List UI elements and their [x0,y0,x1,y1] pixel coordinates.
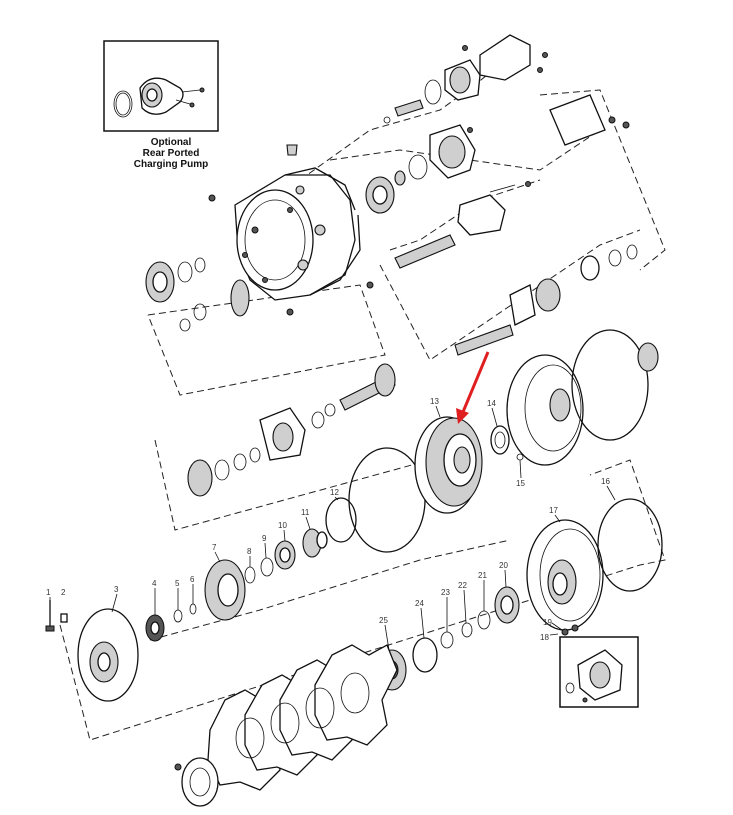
filter-housing [394,124,476,186]
flywheel-plate-3 [77,608,139,702]
callout-3: 3 [114,585,119,594]
washer-9 [260,557,274,577]
ring-22 [461,622,473,638]
callout-7: 7 [212,543,217,552]
washer-8 [244,566,256,584]
caption-line-2: Rear Ported [142,148,200,159]
cover-plate [549,94,630,146]
valve-assembly [394,181,531,269]
callout-5: 5 [175,579,180,588]
callout-21: 21 [478,571,487,580]
charging-pump-inset-drawing [113,77,205,118]
callout-16: 16 [601,477,610,486]
seal-ring-large [348,447,426,553]
callout-17: 17 [549,506,558,515]
charging-pump-assembly [424,34,548,105]
seal-upper-right [637,342,659,372]
breather-plug [286,144,298,156]
seal-ring-12 [325,497,357,543]
callout-25: 25 [379,616,388,625]
seal-ring-16 [597,498,663,592]
callout-23: 23 [441,588,450,597]
washer-2 [60,613,68,623]
ring-5 [173,609,183,623]
ring-23 [440,631,454,649]
caption-line-1: Optional [150,137,192,148]
hub-4 [145,614,165,642]
thrust-washer-14 [490,425,510,455]
callout-18: 18 [540,633,549,642]
charging-pump-caption: Optional Rear Ported Charging Pump [106,137,236,170]
hub-11 [302,528,328,558]
plate-bolt [174,763,182,771]
gear-left-lower [187,447,261,497]
bolt-1 [45,600,55,632]
callout-4: 4 [152,579,157,588]
seal-ring-upper [571,329,649,441]
impeller-housing [506,354,584,466]
optional-cover-inset-drawing [565,649,623,703]
caption-line-3: Charging Pump [133,159,209,170]
input-flange [259,403,336,461]
callout-numbers: 1 2 3 4 5 6 7 8 9 10 11 12 13 14 15 16 1… [46,397,610,642]
callout-19: 19 [543,618,552,627]
gear-left-mid [179,279,250,332]
housing-bolt [208,194,216,202]
input-shaft [339,363,396,411]
callout-2: 2 [61,588,66,597]
bearing-20 [494,586,520,624]
turbine-13 [414,416,483,514]
callout-leaders [49,405,616,651]
transmission-housing [234,167,361,301]
callout-10: 10 [278,521,287,530]
bearing-upper [365,176,395,214]
ring-21 [477,610,491,630]
gear-left-upper [145,257,206,303]
callout-15: 15 [516,479,525,488]
callout-1: 1 [46,588,51,597]
shaft-upper [383,99,424,124]
ring-24 [412,637,438,673]
flex-drive-plates [207,644,398,791]
backing-plate [181,757,219,807]
callout-13: 13 [430,397,439,406]
housing-bolt [366,281,374,289]
callout-12: 12 [330,488,339,497]
housing-bolt [286,308,294,316]
callout-9: 9 [262,534,267,543]
bolts-18-19 [561,624,579,636]
callout-20: 20 [499,561,508,570]
callout-11: 11 [301,508,310,517]
ring-6 [189,603,197,615]
bearing-10 [274,540,296,570]
callout-6: 6 [190,575,195,584]
callout-14: 14 [487,399,496,408]
output-flange-upper [454,244,638,356]
callout-22: 22 [458,581,467,590]
callout-8: 8 [247,547,252,556]
highlight-arrow [456,351,490,424]
stator-7 [204,559,246,621]
callout-24: 24 [415,599,424,608]
drive-plate-17 [526,519,604,631]
